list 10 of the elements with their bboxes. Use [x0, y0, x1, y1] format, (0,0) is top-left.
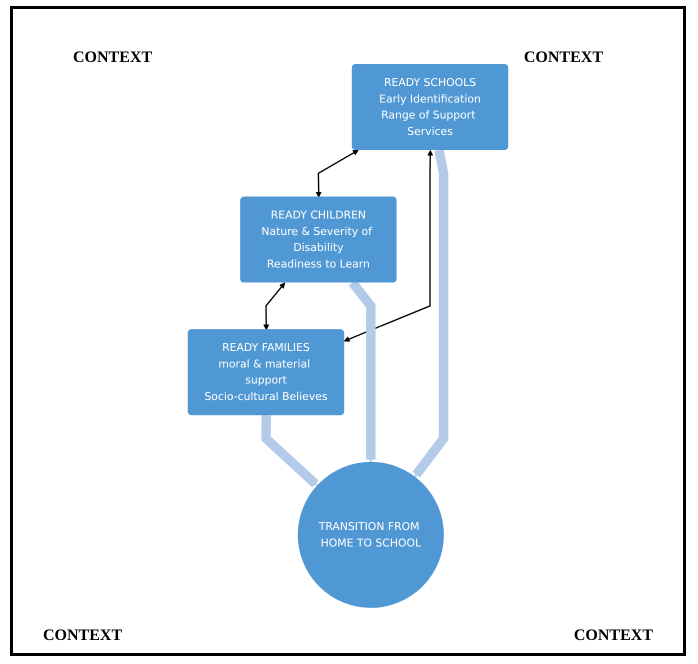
- arrow: [261, 415, 318, 488]
- arrow: [316, 150, 359, 198]
- context-label: CONTEXT: [524, 49, 603, 67]
- context-label: CONTEXT: [574, 627, 653, 645]
- context-label: CONTEXT: [73, 49, 152, 67]
- context-label: CONTEXT: [43, 627, 122, 645]
- arrow: [344, 150, 434, 342]
- node-circle: TRANSITION FROM HOME TO SCHOOL: [298, 462, 444, 608]
- arrow: [263, 282, 286, 330]
- arrow: [412, 149, 448, 478]
